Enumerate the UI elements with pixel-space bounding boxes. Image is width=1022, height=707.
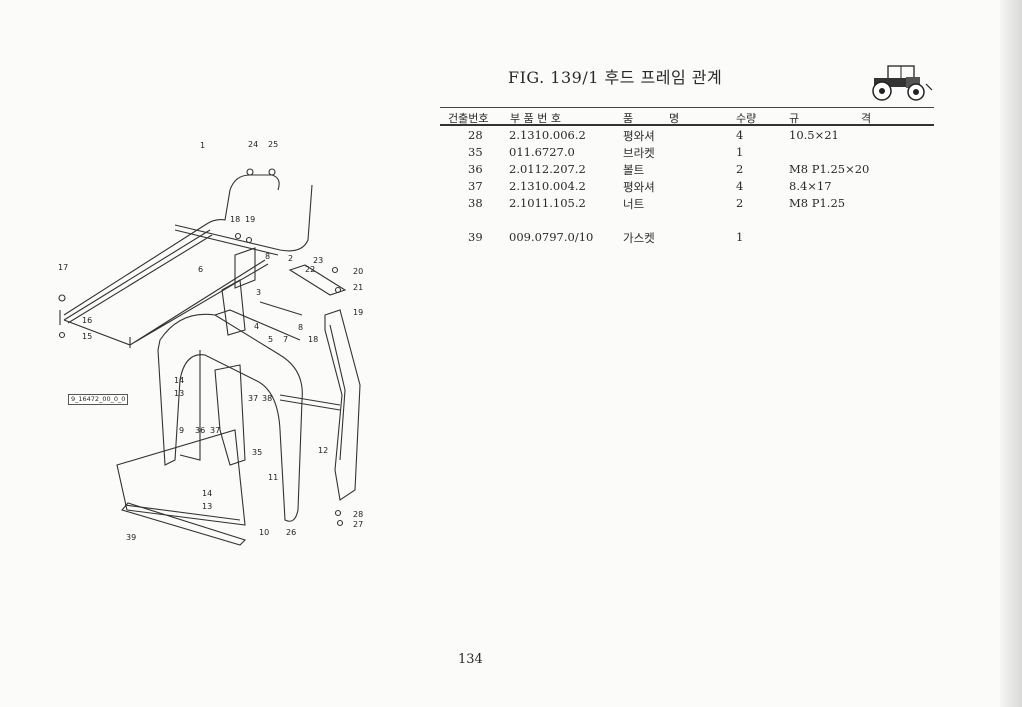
header-index: 건출번호 <box>448 112 489 125</box>
svg-text:1: 1 <box>200 141 205 150</box>
svg-text:36: 36 <box>195 426 205 435</box>
row-name: 볼트 <box>623 163 645 177</box>
exploded-parts-diagram: 1 24 25 18 19 17 6 8 2 23 22 20 21 3 16 … <box>58 140 363 546</box>
row-index: 28 <box>468 128 483 142</box>
row-quantity: 2 <box>736 196 744 210</box>
svg-text:6: 6 <box>198 265 203 274</box>
svg-text:18: 18 <box>230 215 240 224</box>
svg-text:8: 8 <box>265 252 270 261</box>
row-index: 38 <box>468 196 483 210</box>
svg-text:23: 23 <box>313 256 323 265</box>
svg-text:11: 11 <box>268 473 278 482</box>
row-index: 37 <box>468 179 483 193</box>
hood-frame-drawing <box>58 168 361 546</box>
header-part-number: 부 품 번 호 <box>510 112 561 125</box>
svg-text:16: 16 <box>82 316 92 325</box>
row-spec: 8.4×17 <box>789 179 832 193</box>
row-part-number: 2.0112.207.2 <box>509 162 586 176</box>
page-binding-shadow <box>1000 0 1022 707</box>
svg-text:37: 37 <box>248 394 258 403</box>
tractor-icon <box>872 65 933 101</box>
svg-text:38: 38 <box>262 394 272 403</box>
row-name: 너트 <box>623 197 645 211</box>
svg-text:9: 9 <box>179 426 184 435</box>
svg-text:3: 3 <box>256 288 261 297</box>
row-index: 36 <box>468 162 483 176</box>
svg-text:25: 25 <box>268 140 278 149</box>
svg-text:2: 2 <box>288 254 293 263</box>
svg-text:10: 10 <box>259 528 269 537</box>
row-spec: 10.5×21 <box>789 128 839 142</box>
table-row: 38 2.1011.105.2 너트 2 M8 P1.25 <box>440 194 934 211</box>
table-row: 36 2.0112.207.2 볼트 2 M8 P1.25×20 <box>440 160 934 177</box>
svg-text:27: 27 <box>353 520 363 529</box>
row-quantity: 1 <box>736 230 744 244</box>
callout-labels: 1 24 25 18 19 17 6 8 2 23 22 20 21 3 16 … <box>58 140 363 542</box>
svg-text:35: 35 <box>252 448 262 457</box>
svg-text:19: 19 <box>245 215 255 224</box>
svg-text:14: 14 <box>202 489 212 498</box>
row-spec: M8 P1.25×20 <box>789 162 870 176</box>
header-quantity: 수량 <box>736 112 757 125</box>
svg-text:19: 19 <box>353 308 363 317</box>
table-row: 35 011.6727.0 브라켓 1 <box>440 143 934 160</box>
row-part-number: 009.0797.0/10 <box>509 230 594 244</box>
header-name-1: 품 <box>623 112 634 125</box>
table-header: 건출번호 부 품 번 호 품 명 수량 규 격 <box>440 107 934 126</box>
svg-text:28: 28 <box>353 510 363 519</box>
svg-text:37: 37 <box>210 426 220 435</box>
parts-table: 건출번호 부 품 번 호 품 명 수량 규 격 28 2.1310.006.2 … <box>440 107 934 245</box>
row-index: 39 <box>468 230 483 244</box>
svg-text:17: 17 <box>58 263 68 272</box>
svg-text:12: 12 <box>318 446 328 455</box>
table-spacer <box>440 211 934 228</box>
row-spec: M8 P1.25 <box>789 196 846 210</box>
row-name: 가스켓 <box>623 231 655 245</box>
row-quantity: 4 <box>736 128 744 142</box>
row-part-number: 011.6727.0 <box>509 145 575 159</box>
svg-text:20: 20 <box>353 267 363 276</box>
row-quantity: 2 <box>736 162 744 176</box>
header-name-2: 명 <box>669 112 680 125</box>
table-row: 28 2.1310.006.2 평와셔 4 10.5×21 <box>440 126 934 143</box>
row-name: 브라켓 <box>623 146 655 160</box>
table-row: 37 2.1310.004.2 평와셔 4 8.4×17 <box>440 177 934 194</box>
svg-text:8: 8 <box>298 323 303 332</box>
svg-text:21: 21 <box>353 283 363 292</box>
svg-text:26: 26 <box>286 528 296 537</box>
svg-text:14: 14 <box>174 376 184 385</box>
row-quantity: 1 <box>736 145 744 159</box>
svg-text:13: 13 <box>174 389 184 398</box>
header-spec-2: 격 <box>861 112 872 125</box>
row-quantity: 4 <box>736 179 744 193</box>
svg-text:4: 4 <box>254 322 259 331</box>
svg-text:39: 39 <box>126 533 136 542</box>
header-spec-1: 규 <box>789 112 800 125</box>
row-part-number: 2.1310.004.2 <box>509 179 586 193</box>
page-number: 134 <box>458 652 483 667</box>
figure-title: FIG. 139/1 후드 프레임 관계 <box>508 68 723 87</box>
svg-text:13: 13 <box>202 502 212 511</box>
row-part-number: 2.1011.105.2 <box>509 196 586 210</box>
row-name: 평와셔 <box>623 180 655 194</box>
row-name: 평와셔 <box>623 129 655 143</box>
svg-text:15: 15 <box>82 332 92 341</box>
svg-text:22: 22 <box>305 265 315 274</box>
svg-text:24: 24 <box>248 140 258 149</box>
svg-text:7: 7 <box>283 335 288 344</box>
svg-text:5: 5 <box>268 335 273 344</box>
row-part-number: 2.1310.006.2 <box>509 128 586 142</box>
row-index: 35 <box>468 145 483 159</box>
svg-text:18: 18 <box>308 335 318 344</box>
diagram-reference-code: 9_16472_00_0_0 <box>68 394 129 405</box>
table-row: 39 009.0797.0/10 가스켓 1 <box>440 228 934 245</box>
